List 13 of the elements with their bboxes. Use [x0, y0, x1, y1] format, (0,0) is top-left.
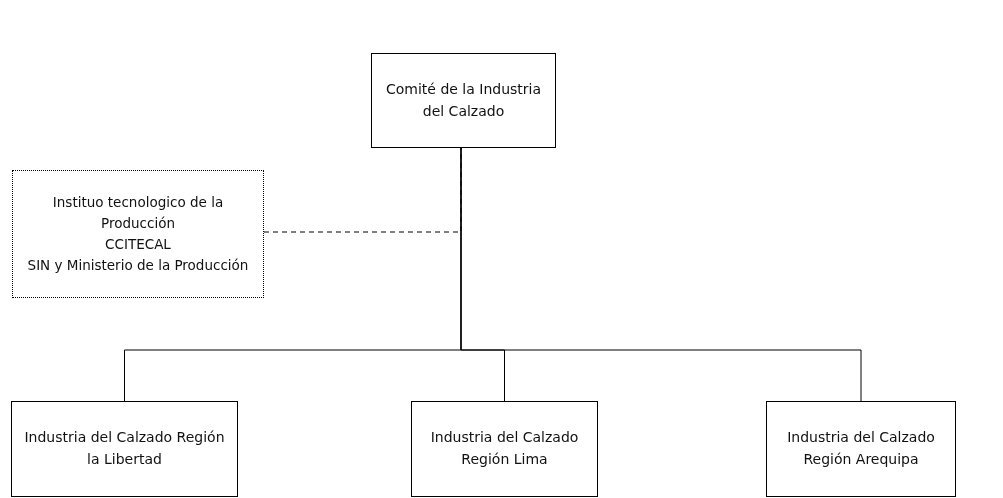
connector-line: [460, 147, 862, 402]
node-text: Industria del Calzado Región la Libertad: [23, 428, 226, 469]
org-box: [11, 401, 238, 497]
org-box: [766, 401, 956, 497]
org-box: [411, 401, 598, 497]
dashed-box: [12, 170, 264, 298]
org-box: [371, 53, 556, 148]
node-text: Instituo tecnologico de la Producción: [51, 193, 225, 234]
node-text: Comité de la Industria del Calzado: [384, 79, 543, 121]
node-text: Industria del Calzado Región Arequipa: [786, 428, 936, 469]
node-text: Industria del Calzado Región Lima: [429, 428, 580, 469]
node-text: SIN y Ministerio de la Producción: [27, 255, 249, 275]
node-text: CCITECAL: [105, 235, 171, 254]
